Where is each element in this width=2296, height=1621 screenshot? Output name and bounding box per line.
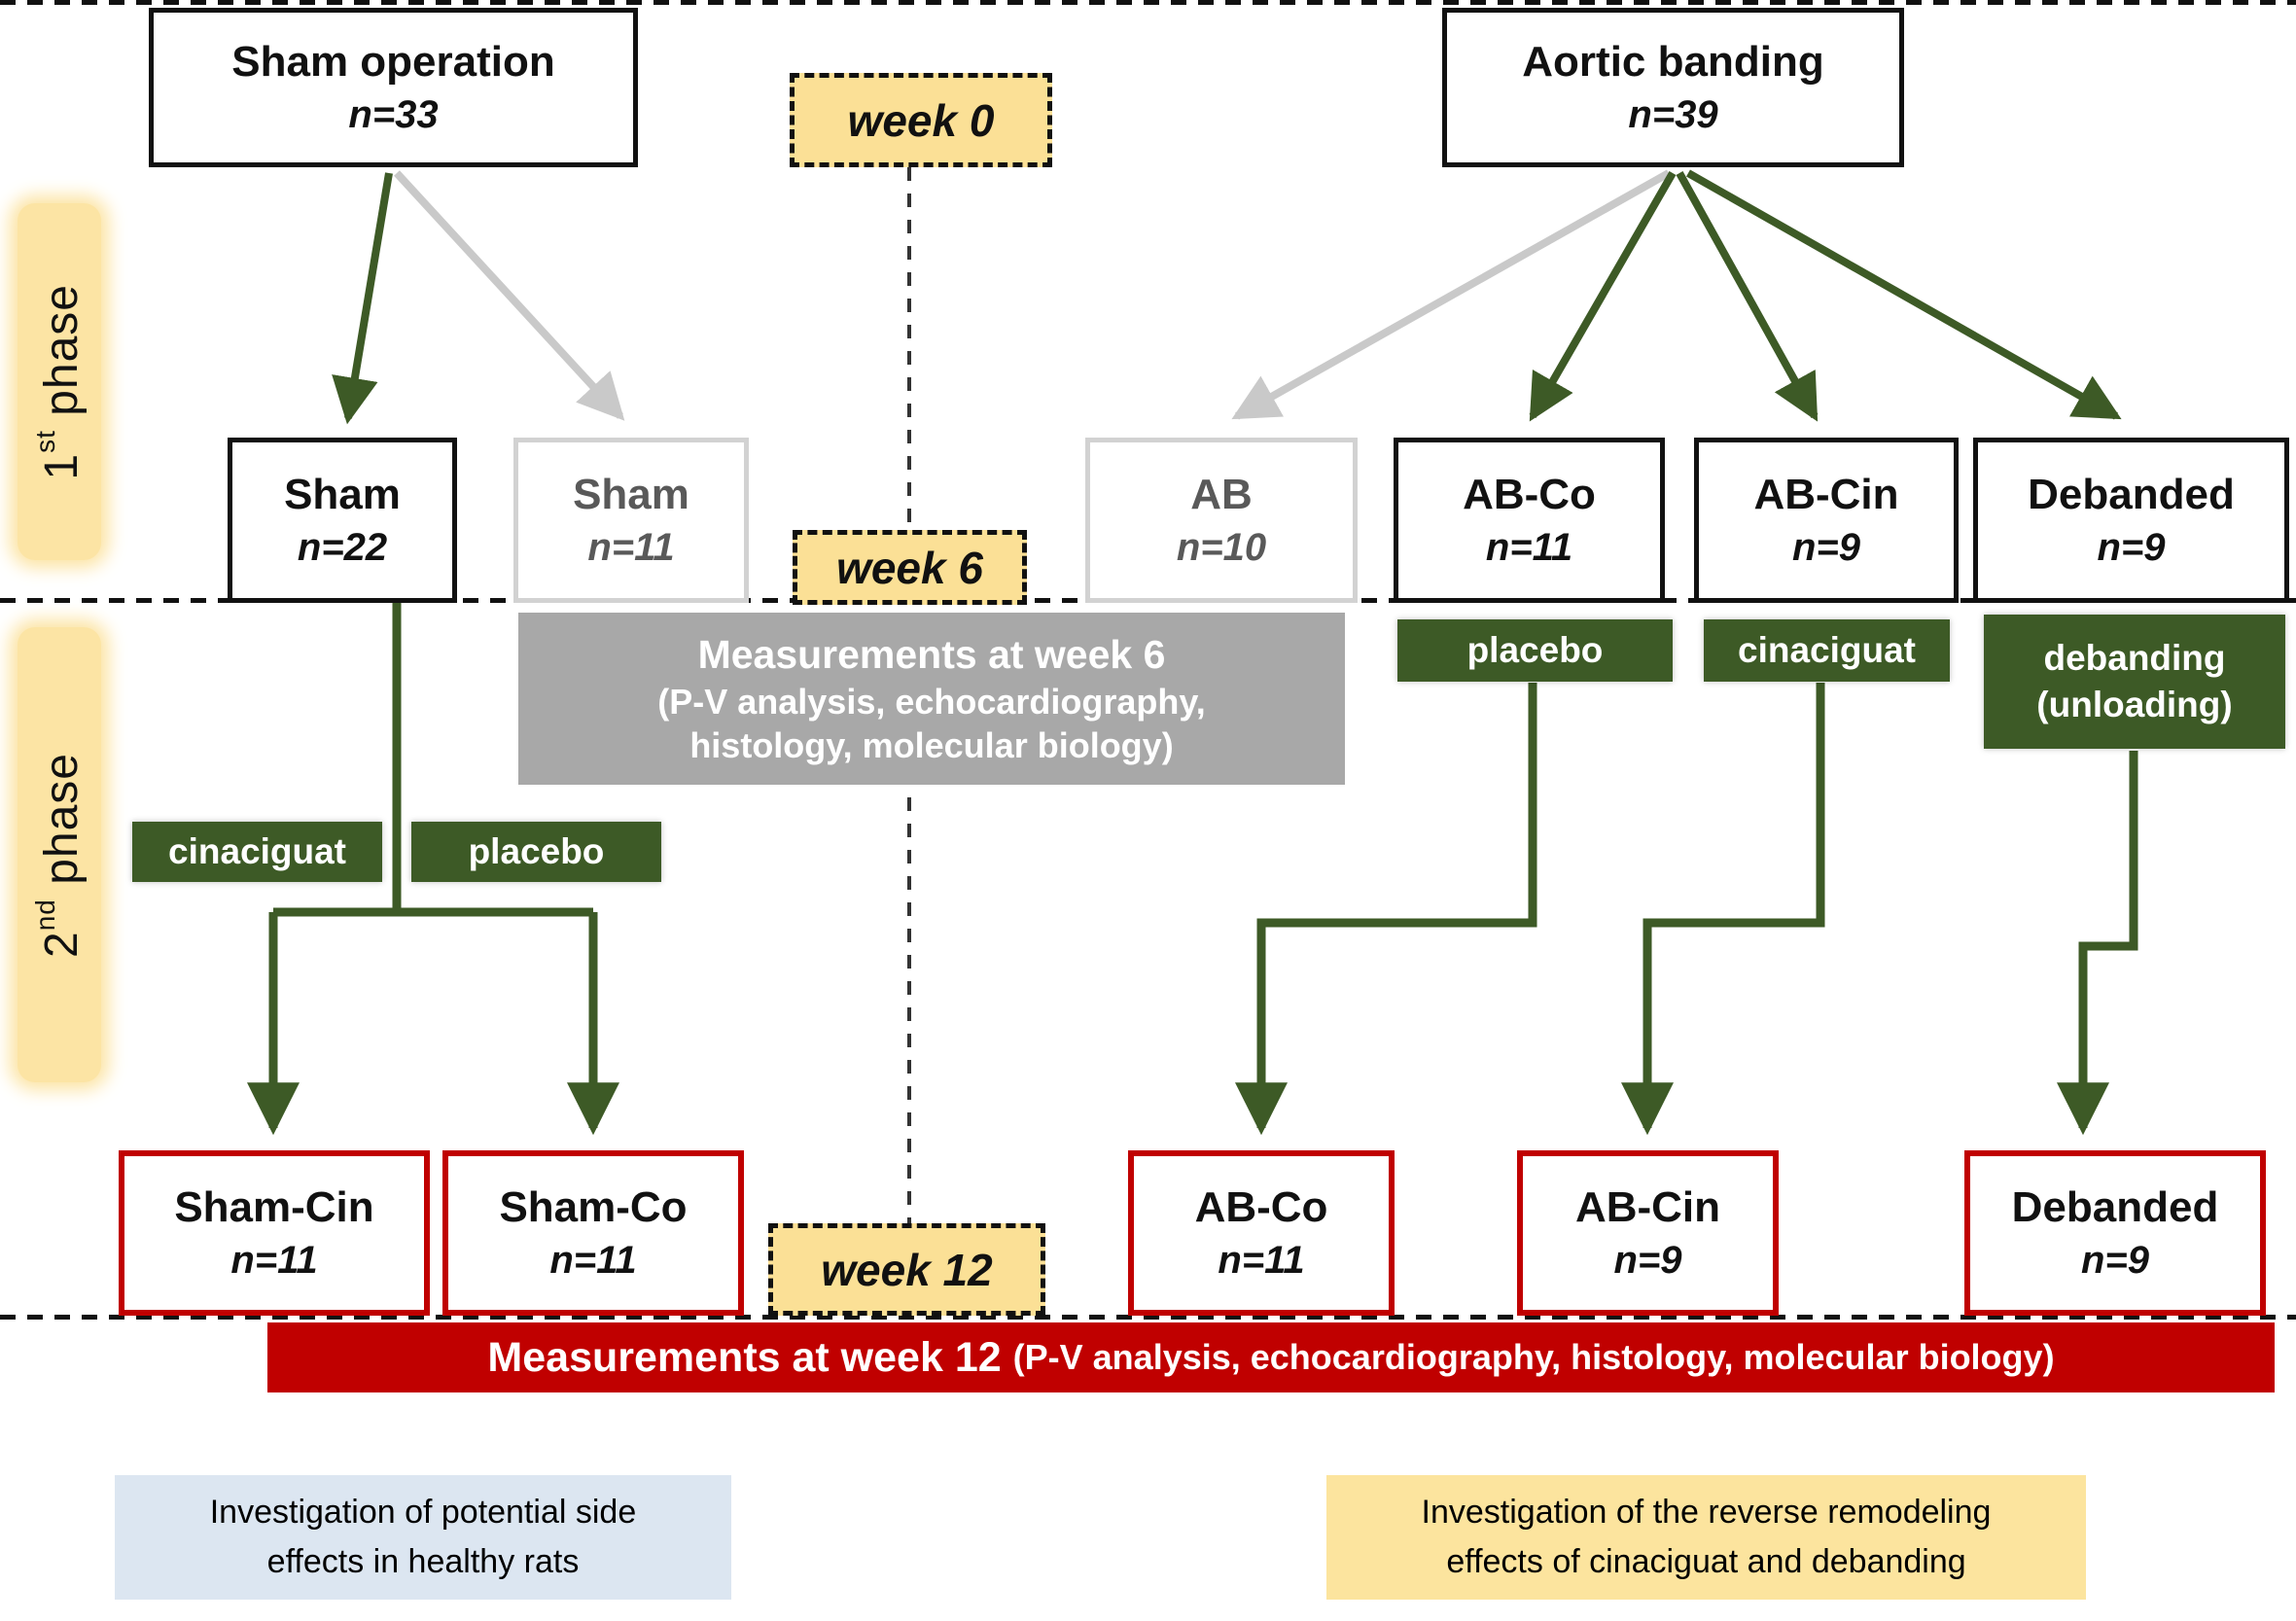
timeline-week12-dashed-line bbox=[0, 1315, 2296, 1320]
box-title: Sham-Co bbox=[499, 1182, 688, 1231]
box-shamco-n11: Sham-Co n=11 bbox=[442, 1150, 744, 1316]
box-n-value: n=22 bbox=[297, 526, 388, 570]
box-title: AB-Co bbox=[1463, 470, 1596, 518]
phase-1-label: 1st phase bbox=[30, 283, 88, 480]
treatment-label: cinaciguat bbox=[1738, 629, 1916, 670]
box-abco-final: AB-Co n=11 bbox=[1128, 1150, 1395, 1316]
phase-2-bar: 2nd phase bbox=[18, 627, 101, 1082]
box-title: AB-Co bbox=[1194, 1182, 1328, 1231]
treatment-cinaciguat-left: cinaciguat bbox=[132, 822, 382, 882]
arrow-aortic-to-ab10 bbox=[1231, 169, 1671, 420]
arrow-aortic-to-debanded bbox=[1686, 169, 2122, 420]
measurements-week6-title: Measurements at week 6 bbox=[697, 631, 1166, 677]
box-abco-n11: AB-Co n=11 bbox=[1394, 438, 1665, 603]
measurements-week12-title: Measurements at week 12 bbox=[487, 1333, 1002, 1381]
week-12-label: week 12 bbox=[821, 1244, 993, 1295]
box-n-value: n=33 bbox=[348, 93, 439, 137]
note-text: effects of cinaciguat and debanding bbox=[1446, 1543, 1966, 1580]
week-6-label: week 6 bbox=[836, 542, 983, 593]
box-abcin-n9: AB-Cin n=9 bbox=[1694, 438, 1959, 603]
box-n-value: n=11 bbox=[230, 1239, 318, 1283]
measurements-week6-detail1: (P-V analysis, echocardiography, bbox=[657, 682, 1206, 722]
treatment-debanding: debanding (unloading) bbox=[1984, 615, 2285, 749]
note-text: Investigation of the reverse remodeling bbox=[1421, 1494, 1992, 1531]
box-n-value: n=9 bbox=[2080, 1239, 2150, 1283]
note-side-effects: Investigation of potential side effects … bbox=[115, 1475, 731, 1600]
phase-2-label: 2nd phase bbox=[30, 752, 88, 958]
box-n-value: n=11 bbox=[1218, 1239, 1305, 1283]
treatment-label: debanding bbox=[2043, 637, 2226, 678]
week-0-tag: week 0 bbox=[790, 73, 1052, 167]
box-title: Debanded bbox=[2011, 1182, 2219, 1231]
box-n-value: n=11 bbox=[549, 1239, 637, 1283]
box-aortic-banding: Aortic banding n=39 bbox=[1442, 8, 1904, 167]
box-title: Aortic banding bbox=[1522, 37, 1824, 86]
box-title: Debanded bbox=[2028, 470, 2235, 518]
box-shamcin-n11: Sham-Cin n=11 bbox=[119, 1150, 430, 1316]
box-ab-n10: AB n=10 bbox=[1085, 438, 1358, 603]
timeline-week0-dashed-line bbox=[0, 0, 2296, 5]
treatment-label: placebo bbox=[468, 830, 605, 871]
box-title: Sham bbox=[284, 470, 401, 518]
box-n-value: n=10 bbox=[1176, 526, 1267, 570]
treatment-label: cinaciguat bbox=[168, 830, 346, 871]
box-title: Sham operation bbox=[231, 37, 555, 86]
measurements-week6-panel: Measurements at week 6 (P-V analysis, ec… bbox=[518, 613, 1345, 785]
measurements-week12-bar: Measurements at week 12 (P-V analysis, e… bbox=[267, 1322, 2275, 1392]
arrow-shamop-to-sham22 bbox=[332, 172, 393, 425]
box-sham-n11: Sham n=11 bbox=[513, 438, 749, 603]
box-title: AB-Cin bbox=[1753, 470, 1899, 518]
arrow-shamop-to-sham11 bbox=[394, 170, 625, 421]
box-sham-n22: Sham n=22 bbox=[228, 438, 457, 603]
box-debanded-n9: Debanded n=9 bbox=[1973, 438, 2289, 603]
treatment-label: placebo bbox=[1466, 629, 1604, 670]
arrow-debanding-to-debanded bbox=[2057, 751, 2138, 1136]
box-title: Sham bbox=[573, 470, 689, 518]
box-title: Sham-Cin bbox=[174, 1182, 374, 1231]
measurements-week6-detail2: histology, molecular biology) bbox=[689, 725, 1174, 766]
measurements-week12-detail: (P-V analysis, echocardiography, histolo… bbox=[1012, 1337, 2055, 1377]
treatment-placebo-left: placebo bbox=[411, 822, 661, 882]
arrow-aortic-to-abco bbox=[1529, 171, 1677, 422]
note-reverse-remodeling: Investigation of the reverse remodeling … bbox=[1326, 1475, 2086, 1600]
box-n-value: n=9 bbox=[1791, 526, 1861, 570]
box-title: AB-Cin bbox=[1574, 1182, 1721, 1231]
treatment-label: (unloading) bbox=[2036, 685, 2233, 724]
treatment-placebo-right: placebo bbox=[1397, 619, 1673, 682]
box-n-value: n=11 bbox=[587, 526, 675, 570]
note-text: effects in healthy rats bbox=[266, 1543, 580, 1580]
box-abcin-final: AB-Cin n=9 bbox=[1517, 1150, 1779, 1316]
arrow-aortic-to-abcin bbox=[1676, 171, 1819, 422]
box-n-value: n=11 bbox=[1485, 526, 1573, 570]
week-0-label: week 0 bbox=[847, 94, 995, 146]
week-6-tag: week 6 bbox=[793, 530, 1027, 605]
phase-1-bar: 1st phase bbox=[18, 203, 101, 560]
treatment-cinaciguat-right: cinaciguat bbox=[1704, 619, 1950, 682]
box-n-value: n=39 bbox=[1628, 93, 1718, 137]
arrow-cinaciguat-to-abcin bbox=[1621, 683, 1825, 1136]
box-n-value: n=9 bbox=[1613, 1239, 1682, 1283]
box-sham-operation: Sham operation n=33 bbox=[149, 8, 638, 167]
week-12-tag: week 12 bbox=[768, 1223, 1045, 1316]
box-title: AB bbox=[1190, 470, 1253, 518]
box-debanded-final: Debanded n=9 bbox=[1964, 1150, 2266, 1316]
box-n-value: n=9 bbox=[2097, 526, 2166, 570]
note-text: Investigation of potential side bbox=[209, 1494, 637, 1531]
